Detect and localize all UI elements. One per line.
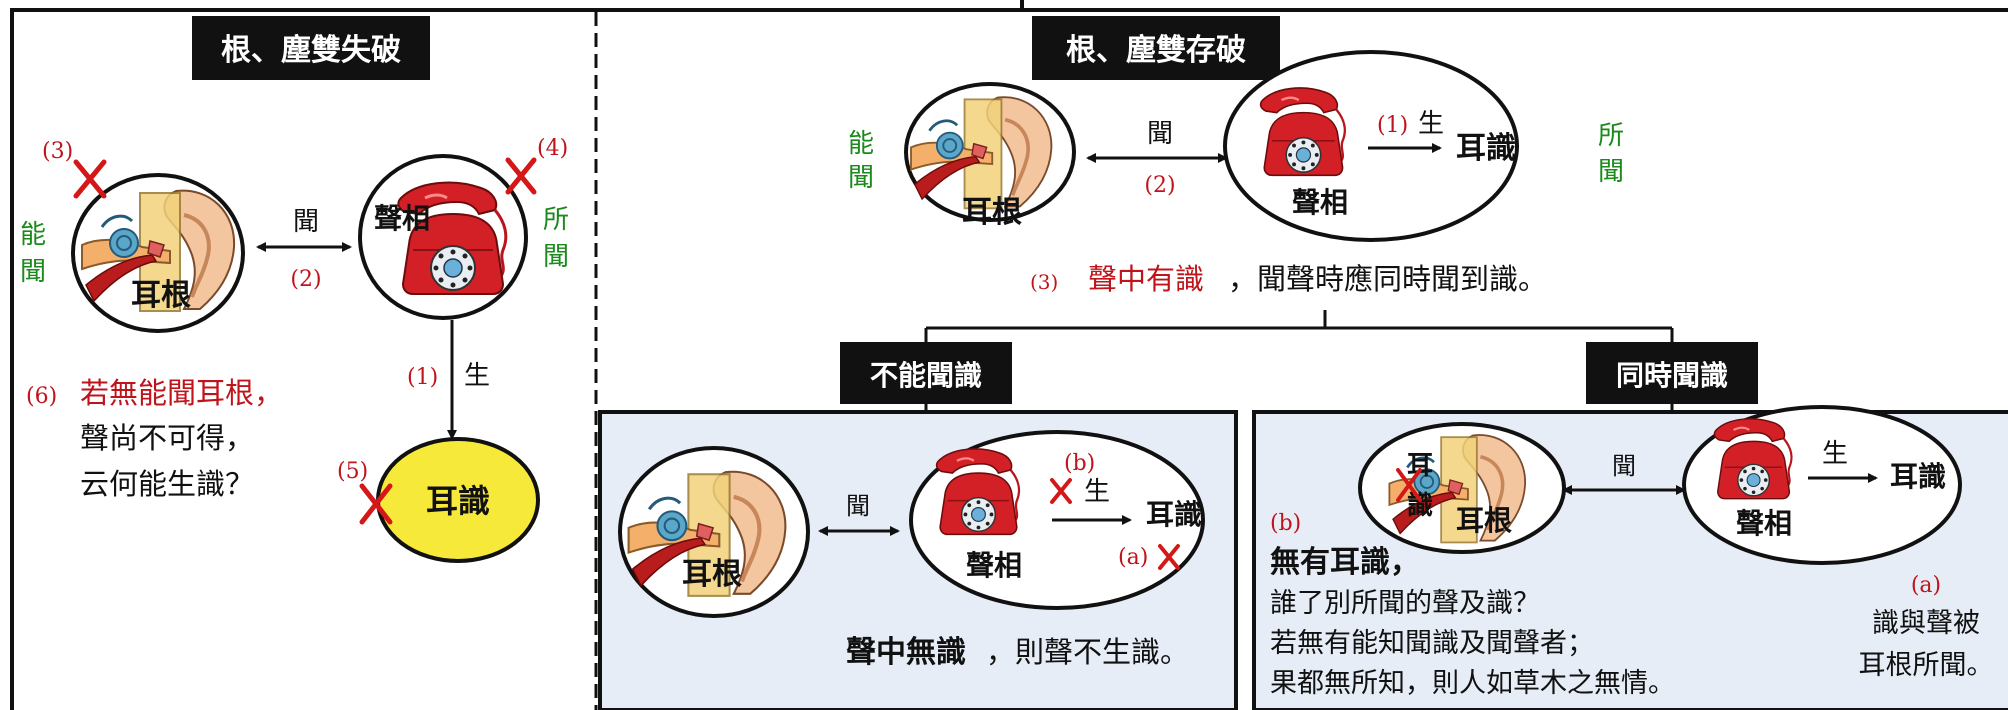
cross-mark-icon <box>73 159 107 199</box>
left-sheng: 生 <box>464 361 490 391</box>
left-panel: 根、塵雙失破 耳根 (3) 能 聞 聲相 (4) 所 聞 聞 (2) (1) 生… <box>20 16 569 563</box>
tree-connector <box>924 310 1674 410</box>
top-neng: 能 <box>848 129 874 159</box>
br-sheng: 生 <box>1822 439 1848 469</box>
left-neng: 能 <box>20 220 46 250</box>
left-phone-label: 聲相 <box>374 202 430 235</box>
bottom-left-box: 不能聞識 耳根 聞 聲相 (b) 生 耳識 (a) 聲中無識 ，則聲不生識。 <box>598 342 1238 710</box>
bl-consciousness: 耳識 <box>1146 498 1202 531</box>
top-stmt-black: ，聞聲時應同時聞到識。 <box>1228 262 1547 296</box>
left-wen-right: 聞 <box>543 242 569 272</box>
left-num-5: (5) <box>337 459 368 484</box>
red-telephone-icon <box>1713 417 1793 500</box>
right-title: 根、塵雙存破 <box>1066 33 1246 68</box>
bottom-right-box: 同時聞識 耳 識 耳根 聞 聲相 生 耳識 (b) 無有耳識， 誰了別所聞的聲及… <box>1252 342 2008 710</box>
cross-mark-icon <box>1396 468 1422 502</box>
bl-ear-label: 耳根 <box>682 557 742 592</box>
right-top-section: 根、塵雙存破 能 聞 耳根 聞 (2) 聲相 (1) 生 耳識 所 聞 (3) … <box>848 16 1674 410</box>
br-consciousness: 耳識 <box>1890 460 1946 493</box>
top-stmt-red: 聲中有識 <box>1088 262 1204 296</box>
red-telephone-icon <box>396 180 508 296</box>
br-a-label: (a) <box>1911 573 1941 598</box>
left-title: 根、塵雙失破 <box>221 33 401 68</box>
bl-phone-label: 聲相 <box>966 549 1022 582</box>
br-phone-label: 聲相 <box>1736 507 1792 540</box>
right-title-box <box>1032 16 1280 80</box>
left-num-1: (1) <box>407 365 438 390</box>
br-line3: 若無有能知聞識及聞聲者； <box>1270 628 1594 659</box>
bl-stmt-bold: 聲中無識 <box>846 635 966 670</box>
left-num-4: (4) <box>537 136 568 161</box>
br-hear: 聞 <box>1612 452 1636 480</box>
left-wen-left: 聞 <box>20 257 46 287</box>
top-phone-label: 聲相 <box>1292 186 1348 219</box>
left-consciousness: 耳識 <box>426 482 490 520</box>
bl-a-label: (a) <box>1118 545 1148 570</box>
br-ear-label-2: 識 <box>1407 491 1433 521</box>
br-ear-label-1: 耳 <box>1407 451 1433 481</box>
bottom-right-title: 同時聞識 <box>1616 359 1728 392</box>
cross-mark-icon <box>359 483 393 525</box>
left-hear: 聞 <box>293 207 319 237</box>
top-num-2: (2) <box>1144 173 1175 198</box>
left-num-2: (2) <box>290 267 321 292</box>
top-consciousness: 耳識 <box>1456 131 1516 166</box>
red-telephone-icon <box>1259 86 1347 177</box>
br-ear-label-3: 耳根 <box>1456 504 1512 537</box>
br-line4: 果都無所知，則人如草木之無情。 <box>1270 668 1675 699</box>
bottom-left-title: 不能聞識 <box>870 359 982 392</box>
cross-mark-icon <box>505 157 537 195</box>
outer-frame <box>10 0 2008 710</box>
br-bold-line: 無有耳識， <box>1270 545 1420 580</box>
top-hear: 聞 <box>1147 119 1173 149</box>
left-para-line3: 云何能生識？ <box>80 467 254 501</box>
top-ear-label: 耳根 <box>962 195 1022 230</box>
bl-sheng: 生 <box>1084 477 1110 507</box>
left-para-line2: 聲尚不可得， <box>80 421 254 455</box>
left-title-box <box>192 16 430 80</box>
bl-b-label: (b) <box>1064 451 1095 476</box>
left-ear-label: 耳根 <box>131 278 191 313</box>
br-side-line2: 耳根所聞。 <box>1859 650 1994 681</box>
bl-stmt-rest: ，則聲不生識。 <box>986 635 1189 669</box>
left-num-3: (3) <box>42 139 73 164</box>
top-sheng: 生 <box>1418 109 1444 139</box>
br-side-line1: 識與聲被 <box>1872 608 1980 639</box>
br-b-label: (b) <box>1270 511 1301 536</box>
top-stmt-num: (3) <box>1030 270 1058 294</box>
top-wen-left: 聞 <box>848 163 874 193</box>
left-para-red: 若無能聞耳根， <box>80 376 283 410</box>
cross-mark-icon <box>1158 544 1180 570</box>
top-wen-right: 聞 <box>1598 157 1624 187</box>
cross-mark-icon <box>1050 478 1072 504</box>
bottom-right-title-box <box>1586 342 1758 404</box>
bottom-left-title-box <box>840 342 1012 404</box>
bl-hear: 聞 <box>846 492 870 520</box>
left-suo: 所 <box>543 205 569 235</box>
top-num-1: (1) <box>1377 113 1408 138</box>
red-telephone-icon <box>935 447 1021 536</box>
br-line2: 誰了別所聞的聲及識？ <box>1270 588 1540 619</box>
left-para-num: (6) <box>26 384 57 409</box>
top-suo: 所 <box>1598 121 1624 151</box>
